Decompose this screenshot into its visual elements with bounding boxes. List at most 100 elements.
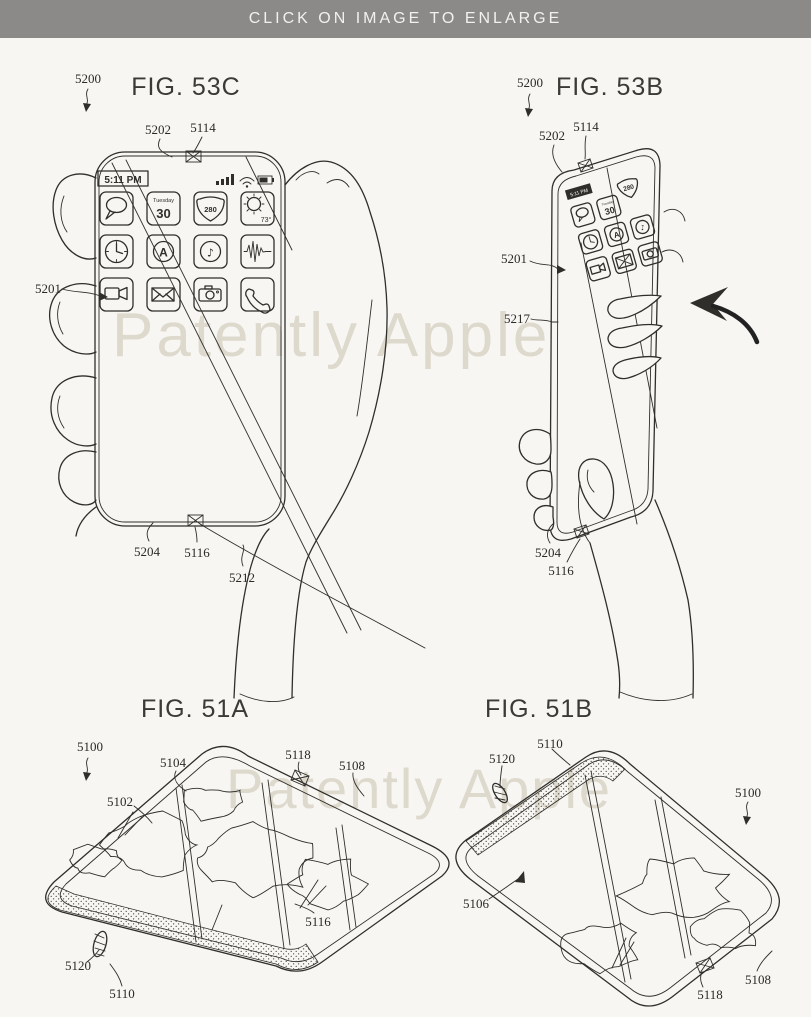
leader-arrow — [515, 871, 525, 883]
textured-edge-band — [47, 885, 319, 970]
sensor-window-icon — [695, 957, 715, 974]
ref-label-5201: 5201 — [501, 251, 527, 266]
fig-51a-group: FIG. 51A 5100 — [45, 695, 450, 1001]
device-outline-51a — [45, 745, 450, 972]
fig53b-title: FIG. 53B — [556, 73, 664, 101]
ref-label-5202: 5202 — [145, 122, 171, 137]
svg-text:280: 280 — [623, 183, 636, 193]
ref-label-5108: 5108 — [745, 972, 771, 987]
calendar-icon: Tuesday 30 — [146, 191, 181, 226]
battery-icon — [257, 175, 274, 185]
ref-label-5110: 5110 — [537, 736, 563, 751]
leader-arrow — [99, 292, 108, 301]
ref-label-5110: 5110 — [109, 986, 135, 1001]
ref-label-5204: 5204 — [134, 544, 161, 559]
glare-line — [199, 523, 426, 649]
voice-waveform-icon — [240, 234, 275, 269]
phone-device-53c — [94, 150, 286, 527]
fig-51b-group: FIG. 51B 5100 — [455, 695, 780, 1007]
ref-label-5116: 5116 — [184, 545, 210, 560]
status-time: 5:11 PM — [104, 175, 141, 186]
ref-label-5100: 5100 — [735, 785, 761, 800]
svg-text:73°: 73° — [261, 216, 272, 224]
ref-label-5217: 5217 — [504, 311, 531, 326]
hand-drawing-53b — [518, 209, 694, 701]
app-store-icon: A — [146, 234, 181, 269]
ref-label-5118: 5118 — [697, 987, 723, 1002]
status-time: 5:11 PM — [570, 188, 589, 199]
fig-53b-group: FIG. 53B 5200 5:11 PM — [501, 73, 760, 767]
svg-text:Tuesday: Tuesday — [153, 198, 174, 204]
wifi-icon — [239, 177, 255, 188]
leader-arrow — [83, 772, 91, 781]
music-icon: ♪ — [193, 234, 228, 269]
svg-text:♪: ♪ — [207, 247, 214, 260]
ref-label-5200: 5200 — [75, 71, 101, 86]
ref-label-5114: 5114 — [573, 119, 599, 134]
fig51b-title: FIG. 51B — [485, 695, 593, 723]
music-icon: ♪ — [629, 214, 656, 240]
ref-label-5100: 5100 — [77, 739, 103, 754]
camera-icon — [193, 277, 228, 312]
enlarge-banner-text: CLICK ON IMAGE TO ENLARGE — [248, 10, 563, 27]
svg-text:30: 30 — [156, 206, 170, 221]
messages-icon — [570, 202, 596, 228]
ref-label-5202: 5202 — [539, 128, 565, 143]
reflection-lines — [584, 770, 692, 983]
svg-text:Tuesday: Tuesday — [601, 199, 614, 206]
maps-route-icon: 280 — [616, 178, 639, 199]
leader-arrow — [525, 108, 533, 117]
ref-label-5116: 5116 — [305, 914, 331, 929]
ref-label-5120: 5120 — [489, 751, 515, 766]
foliage-sketch — [69, 787, 370, 931]
app-store-icon: A — [603, 221, 630, 248]
svg-text:♪: ♪ — [640, 223, 647, 232]
svg-text:30: 30 — [604, 205, 616, 217]
mail-icon — [146, 277, 181, 312]
weather-icon: 73° — [240, 191, 275, 226]
device-outline-51b — [455, 750, 780, 1007]
fig53c-title: FIG. 53C — [131, 73, 240, 101]
clock-icon — [99, 234, 134, 269]
ref-label-5204: 5204 — [535, 545, 562, 560]
ref-label-5120: 5120 — [65, 958, 91, 973]
calendar-icon: Tuesday 30 — [596, 194, 622, 221]
sensor-window-icon — [185, 150, 202, 163]
phone-screen-53b: 5:11 PM 280 Tuesday 30 — [564, 178, 663, 282]
fig-53c-group: FIG. 53C 5200 — [35, 71, 426, 702]
ref-label-5114: 5114 — [190, 120, 216, 135]
phone-icon — [240, 277, 275, 314]
mail-icon — [611, 248, 637, 275]
sensor-window-icon — [577, 158, 594, 173]
ref-label-5102: 5102 — [107, 794, 133, 809]
phone-screen-53c: 5:11 PM — [97, 156, 426, 649]
leader-arrow — [83, 103, 91, 112]
ref-label-5212: 5212 — [229, 570, 255, 585]
sensor-window-icon — [290, 769, 310, 787]
ref-label-5104: 5104 — [160, 755, 187, 770]
maps-route-icon: 280 — [193, 191, 228, 226]
ref-label-5200: 5200 — [517, 75, 543, 90]
status-time-box — [564, 183, 593, 201]
enlarge-banner: CLICK ON IMAGE TO ENLARGE — [0, 0, 811, 38]
messages-icon — [99, 191, 134, 226]
ref-label-5108: 5108 — [339, 758, 365, 773]
svg-text:A: A — [159, 246, 168, 260]
camera-icon — [637, 241, 663, 267]
leader-arrow — [557, 265, 566, 274]
fig51a-title: FIG. 51A — [141, 695, 249, 723]
video-camera-icon — [585, 256, 611, 282]
glare-lines — [111, 156, 362, 634]
textured-edge-band — [465, 756, 626, 856]
attachment-ring — [492, 782, 508, 804]
leader-arrow — [743, 816, 751, 825]
signal-bars-icon — [216, 174, 234, 185]
reflection-lines — [175, 779, 357, 949]
ref-label-5106: 5106 — [463, 896, 490, 911]
video-camera-icon — [99, 277, 134, 312]
ref-label-5118: 5118 — [285, 747, 311, 762]
rotate-arrow-icon — [690, 287, 760, 345]
svg-text:280: 280 — [204, 205, 217, 214]
